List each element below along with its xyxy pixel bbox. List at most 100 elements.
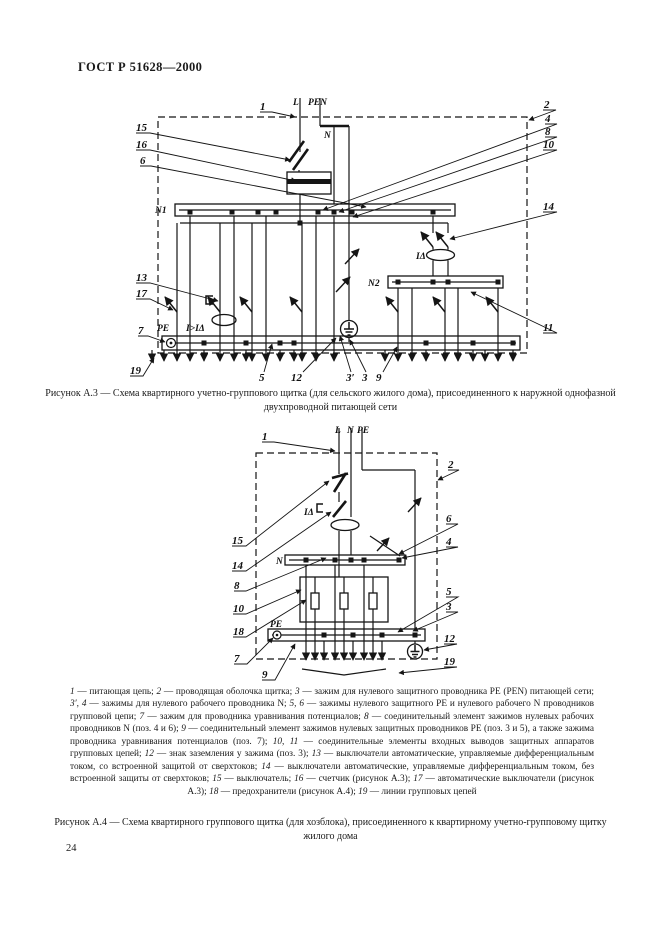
connection-dot bbox=[349, 209, 355, 215]
main-switch-a3 bbox=[287, 124, 349, 171]
connection-dot bbox=[201, 340, 207, 346]
enclosure-outline-a3 bbox=[157, 116, 528, 354]
connection-dot bbox=[277, 340, 283, 346]
callout-number: 3 bbox=[445, 601, 452, 613]
callout-number: 12 bbox=[444, 633, 456, 645]
callout-number: 11 bbox=[543, 322, 553, 334]
figure-legend: 1 — питающая цепь; 2 — проводящая оболоч… bbox=[70, 686, 594, 798]
callout-number: 14 bbox=[543, 201, 555, 213]
group-lines-bracket bbox=[301, 668, 387, 676]
breaker-contact bbox=[289, 296, 303, 313]
callout-leader bbox=[397, 596, 460, 633]
legend-item: 9 — соединительный элемент зажимов нулев… bbox=[70, 724, 594, 747]
callout-leader bbox=[130, 357, 155, 377]
connection-dot bbox=[361, 557, 367, 563]
callout-number: 16 bbox=[136, 139, 148, 151]
callout-leader bbox=[138, 335, 166, 343]
callout-leader bbox=[262, 643, 296, 681]
callout-number: 6 bbox=[446, 513, 452, 525]
breaker-contact bbox=[435, 231, 449, 248]
callout-leader bbox=[232, 511, 332, 572]
legend-item: 16 — счетчик (рисунок А.3); bbox=[294, 774, 414, 785]
callout-leader bbox=[437, 469, 460, 481]
connection-dot bbox=[331, 209, 337, 215]
wire-label: N bbox=[275, 557, 284, 567]
connection-dot bbox=[510, 340, 516, 346]
main-switch-a4 bbox=[331, 472, 349, 493]
breaker-contact bbox=[420, 231, 434, 248]
callout-number: 9 bbox=[376, 372, 382, 384]
connection-dot bbox=[430, 209, 436, 215]
wire-label: N1 bbox=[154, 206, 167, 216]
connection-dot bbox=[412, 632, 418, 638]
legend-item: 14 — выключатели автоматические, управля… bbox=[70, 761, 594, 785]
earth-symbol-a3 bbox=[339, 319, 359, 339]
callout-number: 12 bbox=[291, 372, 303, 384]
callout-leader bbox=[382, 346, 398, 373]
energy-meter bbox=[286, 171, 332, 195]
callout-leader bbox=[338, 335, 352, 373]
callout-number: 6 bbox=[140, 155, 146, 167]
disconnect-mark bbox=[407, 497, 422, 513]
fuse bbox=[339, 592, 349, 610]
callout-leader bbox=[233, 589, 302, 615]
callout-number: 14 bbox=[232, 560, 244, 572]
callout-leader bbox=[263, 343, 274, 373]
rcd-switch-a4 bbox=[316, 500, 360, 532]
callout-leader bbox=[262, 441, 336, 453]
callout-number: 13 bbox=[136, 272, 148, 284]
callout-leader bbox=[449, 211, 558, 241]
connection-dot bbox=[445, 279, 451, 285]
connection-dot bbox=[348, 557, 354, 563]
callout-leader bbox=[233, 599, 307, 638]
legend-item: 3 — зажим для нулевого защитного проводн… bbox=[294, 687, 594, 697]
wire-label: PE bbox=[270, 620, 282, 630]
legend-item: 7 — зажим для проводника уравнивания пот… bbox=[139, 711, 364, 722]
wire-label: PEN bbox=[308, 98, 328, 108]
callout-leader bbox=[136, 149, 297, 183]
callout-number: 17 bbox=[136, 288, 148, 300]
connection-dot bbox=[303, 557, 309, 563]
connection-dot bbox=[255, 209, 261, 215]
callout-leader bbox=[349, 339, 367, 373]
callout-leader bbox=[136, 132, 291, 162]
wire-label: N2 bbox=[367, 279, 380, 289]
connection-dot bbox=[470, 340, 476, 346]
breakers-and-group-lines-a3 bbox=[147, 209, 518, 362]
callout-number: 1 bbox=[260, 101, 266, 113]
callout-leader bbox=[302, 337, 337, 373]
callout-number: 4 bbox=[544, 113, 551, 125]
wire-label: PE bbox=[157, 324, 169, 334]
callout-leader bbox=[260, 111, 296, 119]
legend-item: 17 — автоматические выключатели (рисунок… bbox=[187, 774, 594, 797]
breaker-contact bbox=[485, 296, 499, 313]
callout-number: 18 bbox=[233, 626, 245, 638]
callout-leader bbox=[398, 666, 458, 676]
callout-number: 15 bbox=[232, 535, 244, 547]
legend-item: 2 — проводящая оболочка щитка; bbox=[156, 687, 295, 697]
callout-number: 2 bbox=[447, 459, 454, 471]
callout-number: 19 bbox=[444, 656, 456, 668]
wire-label: IΔ bbox=[415, 252, 426, 262]
callout-leader bbox=[140, 165, 367, 209]
callout-number: 5 bbox=[259, 372, 265, 384]
callout-leader bbox=[322, 123, 558, 211]
callout-leader bbox=[234, 557, 327, 592]
legend-item: 19 — линии групповых цепей bbox=[358, 786, 477, 797]
figure-a3-caption: Рисунок А.3 — Схема квартирного учетно-г… bbox=[45, 388, 616, 413]
connection-dot bbox=[396, 557, 402, 563]
rcd-switch bbox=[425, 216, 456, 276]
n-busbar-a4 bbox=[284, 554, 406, 566]
connection-dot bbox=[423, 340, 429, 346]
callout-leader bbox=[136, 282, 219, 303]
callout-leader bbox=[401, 546, 459, 560]
wire-label: N bbox=[323, 131, 332, 141]
connection-dot bbox=[332, 557, 338, 563]
callout-number: 3 bbox=[361, 372, 368, 384]
legend-item: 3′, 4 — зажимы для нулевого рабочего про… bbox=[70, 699, 290, 710]
callout-leader bbox=[234, 637, 274, 665]
